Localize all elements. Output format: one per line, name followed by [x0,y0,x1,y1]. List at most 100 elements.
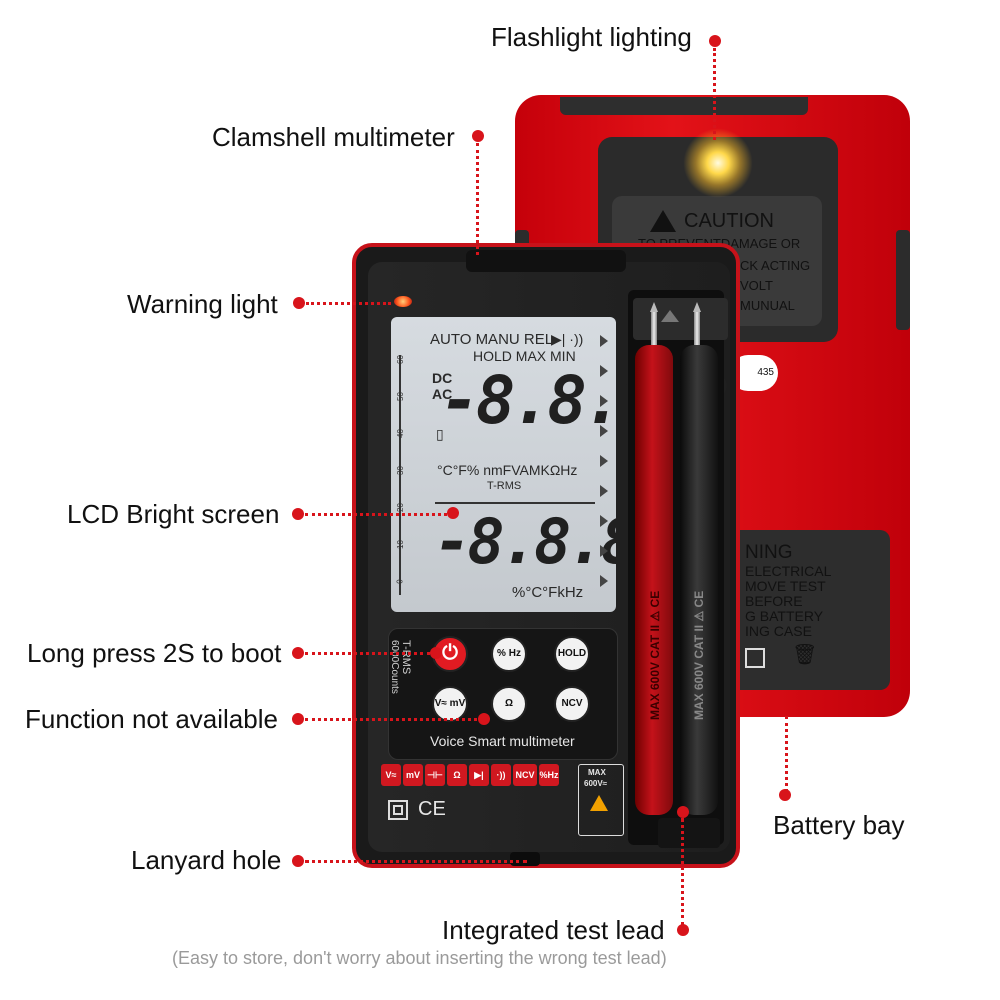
leader-power [305,652,430,655]
resistance-button[interactable]: Ω [491,686,527,722]
leader-function [305,718,483,721]
callout-dot-battery [779,789,791,801]
voltage-button[interactable]: V≈ mV [432,686,468,722]
lcd-battery-icon: ▯ [436,426,444,442]
callout-lanyard: Lanyard hole [131,845,282,875]
caution-warning-icon [650,210,676,232]
callout-dot-flashlight [709,35,721,47]
warning-line-1: NING [745,542,793,563]
lcd-units-row: °C°F% nmFVAMKΩHz [437,462,578,478]
ce-mark: CE [418,798,446,820]
hz-button[interactable]: % Hz [491,636,527,672]
bargraph-label-50: 50 [395,392,405,401]
callout-dot-warning [293,297,305,309]
warning-light-led [394,296,412,307]
lcd-divider [435,502,595,504]
rating-box [578,764,624,836]
black-probe-point-icon [693,302,701,312]
back-device-top-hinge [560,97,808,115]
warning-line-2: ELECTRICAL [745,563,832,579]
battery-bay-panel [720,530,890,690]
leader-warning [306,302,391,305]
test-lead-slot-cover [633,298,728,340]
ncv-button[interactable]: NCV [554,686,590,722]
func-diode-icon: ▶| [469,764,489,786]
lcd-trms-label: T-RMS [487,480,522,492]
double-insulation-icon-front [388,800,408,820]
callout-warning-light: Warning light [127,289,278,319]
callout-end-dot-function [478,713,490,725]
caution-title: CAUTION [684,210,774,232]
callout-test-lead: Integrated test lead [442,915,665,945]
func-hz-icon: %Hz [539,764,559,786]
red-probe-point-icon [650,302,658,312]
callout-start-dot-lead [677,806,689,818]
red-lead-label: MAX 600V CAT II ⚠ CE [648,590,662,720]
lcd-arrow-icon [600,575,608,587]
flashlight-icon [683,128,753,198]
voice-smart-label: Voice Smart multimeter [430,733,575,749]
rating-max: MAX [588,768,606,777]
leader-lanyard [305,860,527,863]
func-voltage-icon: V≈ [381,764,401,786]
black-probe-tip [694,312,700,352]
rating-voltage: 600V≈ [584,779,608,788]
red-test-lead[interactable] [635,345,673,815]
lcd-arrow-icon [600,485,608,497]
warning-line-4: BEFORE [745,593,803,609]
lcd-mode-row: AUTO MANU REL [430,331,554,348]
callout-dot-lcd [292,508,304,520]
warning-line-3: MOVE TEST [745,578,826,594]
lcd-arrow-icon [600,395,608,407]
leader-lcd [305,513,453,516]
red-probe-tip [651,312,657,352]
leader-battery [785,716,788,792]
lcd-screen [391,317,616,612]
func-millivolt-icon: mV [403,764,423,786]
bargraph-label-0: 0 [395,579,405,584]
lcd-arrow-icon [600,425,608,437]
bargraph-label-10: 10 [395,540,405,549]
warning-line-6: ING CASE [745,623,812,639]
black-test-lead[interactable] [680,345,718,815]
weee-bin-icon: 🗑 [792,644,818,666]
bargraph-label-60: 60 [395,355,405,364]
panel-trms-label: T-RMS [400,640,412,675]
back-side-grip-right [896,230,910,330]
func-ncv-icon: NCV [513,764,537,786]
func-ohm-icon: Ω [447,764,467,786]
lanyard-hole[interactable] [510,852,540,866]
front-device-top-hinge [466,250,626,272]
func-capacitance-icon: ⊣⊢ [425,764,445,786]
callout-dot-function [292,713,304,725]
black-lead-label: MAX 600V CAT II ⚠ CE [692,590,706,720]
lcd-arrow-icon [600,545,608,557]
lcd-bargraph [399,355,419,595]
lcd-arrow-icon [600,365,608,377]
callout-end-dot-power [430,647,442,659]
bargraph-label-20: 20 [395,503,405,512]
bargraph-label-40: 40 [395,429,405,438]
callout-end-dot-lcd [447,507,459,519]
lcd-hold-row: HOLD MAX MIN [473,348,576,364]
caution-line-3: VOLT [740,278,773,293]
callout-test-lead-note: (Easy to store, don't worry about insert… [172,948,667,968]
double-insulation-icon [745,648,765,668]
lcd-diode-buzzer-icon: ▶| ·)) [551,331,584,347]
lcd-sub-units: %°C°FkHz [512,584,584,601]
panel-counts-label: 6000Counts [389,640,400,694]
lcd-arrow-icon [600,515,608,527]
lcd-ac-label: AC [432,386,453,402]
caution-line-2: CK ACTING [740,258,811,273]
leader-test-lead [681,818,684,926]
caution-line-4: MUNUAL [740,298,795,313]
callout-clamshell: Clamshell multimeter [212,122,455,152]
test-lead-base [658,818,720,848]
callout-battery-bay: Battery bay [773,810,905,840]
hold-button[interactable]: HOLD [554,636,590,672]
callout-dot-power [292,647,304,659]
leader-flashlight [713,48,716,140]
lcd-arrow-icon [600,335,608,347]
callout-dot-lanyard [292,855,304,867]
callout-lcd: LCD Bright screen [67,499,280,529]
